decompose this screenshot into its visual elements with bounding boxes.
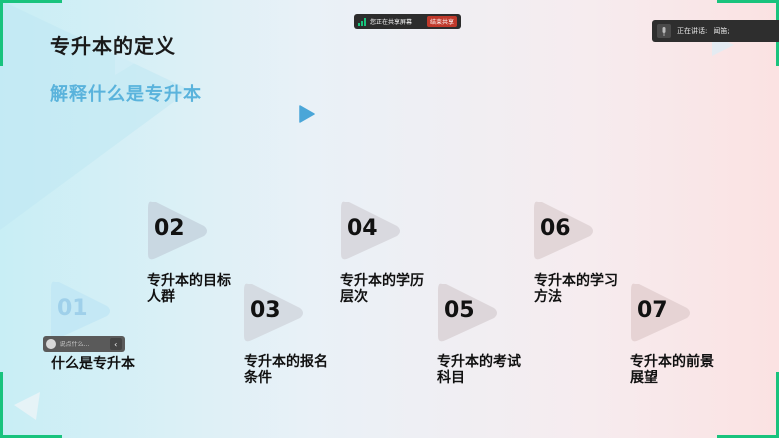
share-status-text: 您正在共享屏幕 <box>370 19 413 26</box>
node-label: 专升本的报名条件 <box>244 354 328 386</box>
node-triangle-shape <box>534 201 593 260</box>
screen-share-bar: 您正在共享屏幕 结束共享 <box>354 14 461 29</box>
node-label: 专升本的前景展望 <box>630 354 714 386</box>
speaking-indicator: 正在讲话: 闻笛; <box>652 20 779 42</box>
chat-input[interactable] <box>59 340 106 348</box>
frame-corner-bottom-left <box>0 372 3 438</box>
node-triangle-shape <box>631 283 690 342</box>
node-label: 专升本的目标人群 <box>147 273 231 305</box>
node-06: 06 <box>530 196 600 266</box>
frame-corner-top-left <box>0 0 62 3</box>
node-number: 07 <box>637 298 668 323</box>
slide-title: 专升本的定义 <box>50 34 176 58</box>
node-number: 02 <box>154 216 185 241</box>
node-label: 专升本的学历层次 <box>340 273 424 305</box>
node-triangle-shape <box>438 283 497 342</box>
node-03: 03 <box>240 278 310 348</box>
node-label: 专升本的考试科目 <box>437 354 521 386</box>
microphone-icon <box>657 24 671 38</box>
chat-input-bar: ‹ <box>43 336 125 352</box>
node-label: 什么是专升本 <box>51 356 135 372</box>
play-icon <box>299 105 315 123</box>
node-number: 04 <box>347 216 378 241</box>
node-number: 05 <box>444 298 475 323</box>
frame-corner-top-right <box>717 0 779 3</box>
node-triangle-shape <box>148 201 207 260</box>
node-triangle-shape <box>341 201 400 260</box>
node-number: 01 <box>57 296 88 321</box>
node-05: 05 <box>434 278 504 348</box>
frame-corner-top-left <box>0 0 3 66</box>
frame-corner-bottom-right <box>776 372 779 438</box>
stop-share-button[interactable]: 结束共享 <box>426 16 457 27</box>
signal-icon <box>358 17 366 26</box>
frame-corner-bottom-right <box>717 435 779 438</box>
node-triangle-shape <box>51 281 110 340</box>
slide-subtitle: 解释什么是专升本 <box>50 84 202 105</box>
node-triangle-shape <box>244 283 303 342</box>
node-label: 专升本的学习方法 <box>534 273 618 305</box>
node-number: 03 <box>250 298 281 323</box>
frame-corner-bottom-left <box>0 435 62 438</box>
chevron-left-icon[interactable]: ‹ <box>109 338 122 350</box>
node-number: 06 <box>540 216 571 241</box>
speaking-label: 正在讲话: <box>677 27 708 35</box>
node-01: 01 <box>47 276 117 346</box>
node-04: 04 <box>337 196 407 266</box>
node-07: 07 <box>627 278 697 348</box>
avatar <box>46 339 56 349</box>
node-02: 02 <box>144 196 214 266</box>
speaker-name: 闻笛; <box>713 27 730 35</box>
